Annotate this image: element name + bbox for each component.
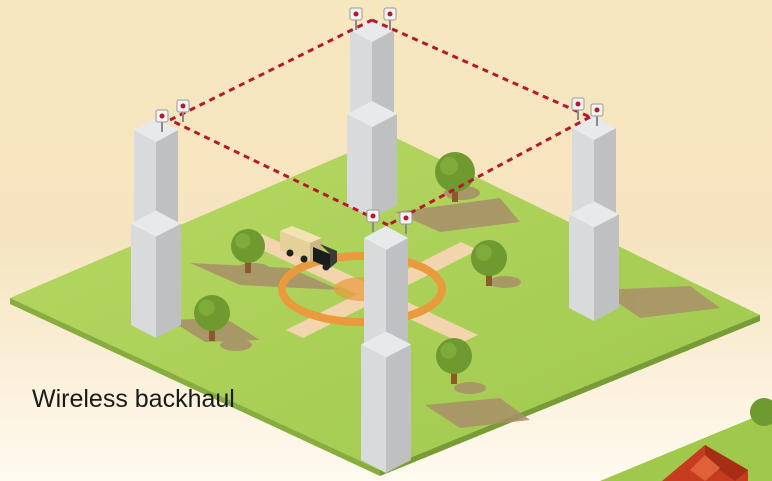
- antenna-icon: [349, 7, 363, 30]
- house-icon: [662, 445, 748, 481]
- tree-icon: [471, 240, 507, 286]
- antenna-icon: [176, 99, 190, 122]
- antenna-icon: [383, 7, 397, 30]
- antenna-icon: [155, 109, 169, 132]
- backhaul-link: [387, 115, 591, 227]
- tower-right: [569, 116, 619, 321]
- tower-top: [347, 18, 397, 218]
- tree-icon: [231, 229, 265, 273]
- antenna-icon: [366, 209, 380, 232]
- antenna-icon: [590, 103, 604, 126]
- backhaul-link: [169, 18, 373, 122]
- tower-left: [131, 118, 181, 338]
- truck-icon: [280, 226, 337, 271]
- tree-icon: [194, 295, 230, 341]
- backhaul-link: [371, 18, 591, 119]
- neighbor-tile: [600, 398, 772, 481]
- diagram-caption: Wireless backhaul: [32, 385, 235, 413]
- backhaul-links: [169, 18, 591, 227]
- tree-icon: [435, 152, 475, 202]
- backhaul-link: [169, 118, 389, 227]
- tree-icon: [436, 338, 472, 384]
- tower-front: [361, 226, 411, 473]
- antenna-icon: [399, 211, 413, 234]
- antenna-icon: [571, 97, 585, 120]
